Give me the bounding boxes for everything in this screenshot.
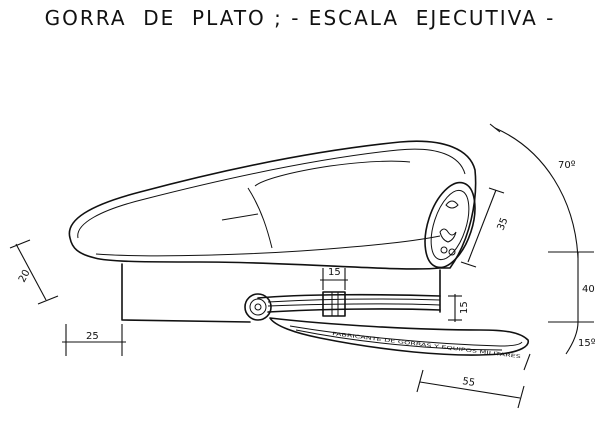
dim-badge-length: 35 [460,187,511,268]
dim-band-height: 15 [448,294,470,322]
dim-band-height-label: 15 [459,301,470,314]
badge-emblem [424,181,476,269]
dim-strap-width-label: 15 [328,267,341,278]
cap-crown [68,140,477,270]
dim-visor-length: 55 [416,353,531,409]
dim-crown-height: 20 [9,239,59,305]
diagram-title: GORRA DE PLATO ; - ESCALA EJECUTIVA - [44,6,556,30]
dim-front-height: 40 [548,251,595,323]
dim-crown-height-label: 20 [17,268,33,284]
dim-angle-visor: 70º [489,123,579,259]
dim-band-front-label: 25 [86,331,99,342]
dim-band-front: 25 [62,324,126,356]
dim-front-height-label: 40 [582,284,595,295]
dim-angle-visor-label: 70º [558,160,576,171]
dim-badge-length-label: 35 [496,216,511,232]
cap-visor [269,317,529,356]
cap-band [121,263,441,323]
dim-angle-bottom-label: 15º [578,338,596,349]
dim-strap-width: 15 [320,267,348,290]
dim-visor-length-label: 55 [462,376,476,389]
dim-angle-bottom: 15º [565,321,596,355]
